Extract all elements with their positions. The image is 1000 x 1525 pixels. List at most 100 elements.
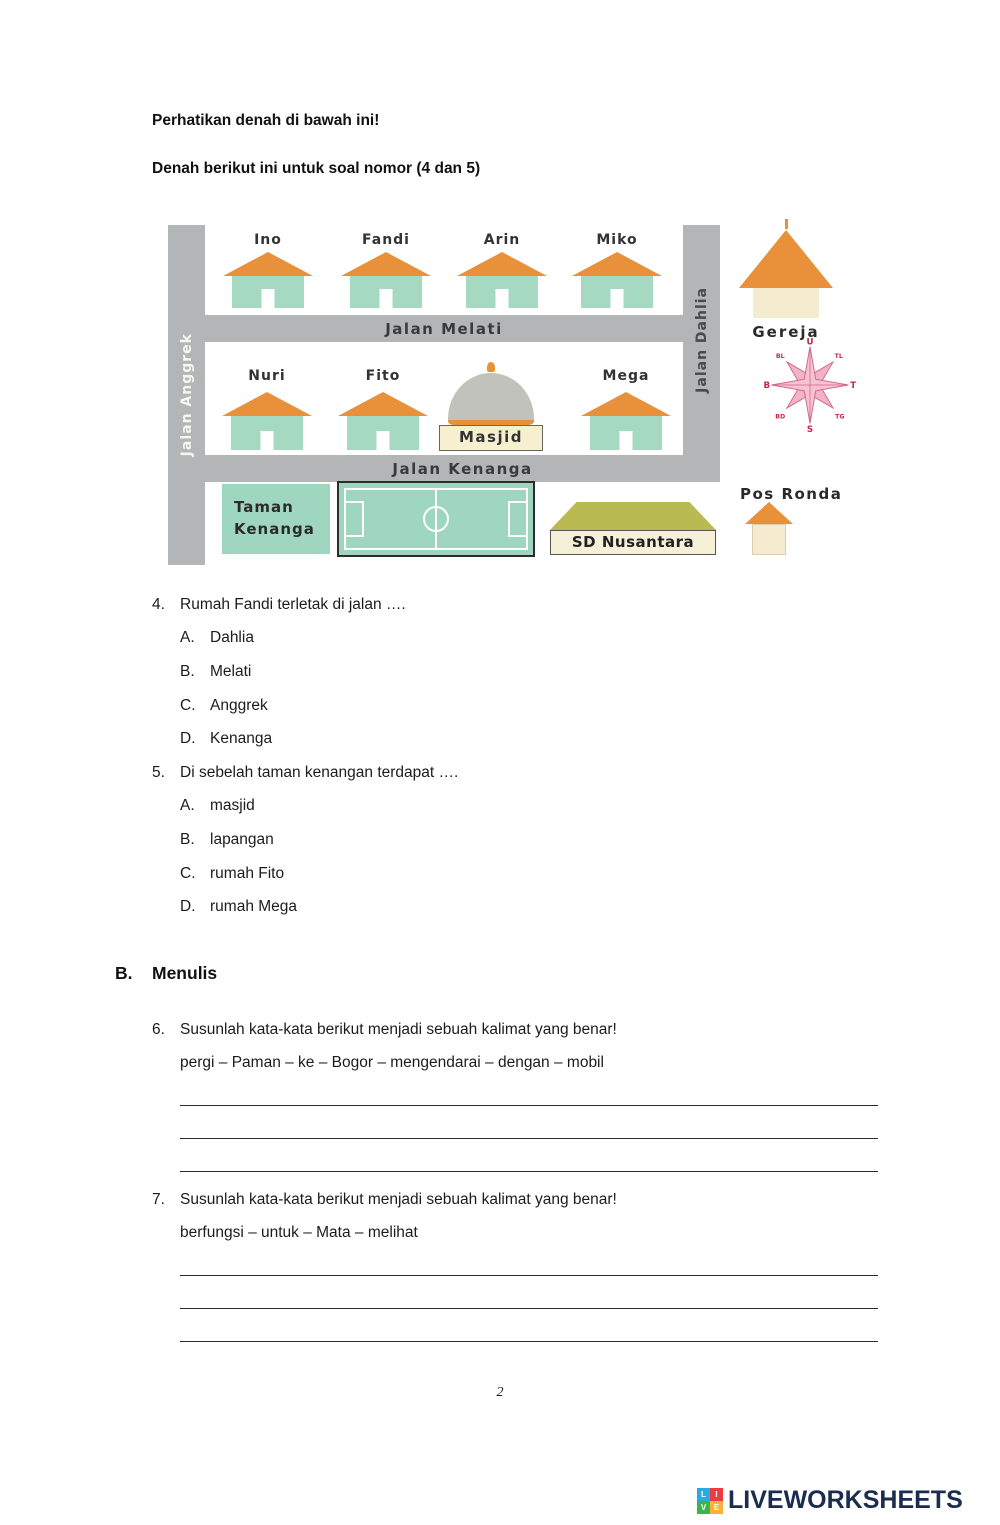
house-roof	[223, 252, 313, 276]
compass-south-label: S	[807, 425, 813, 433]
answer-line[interactable]	[180, 1309, 878, 1342]
section-title: Menulis	[152, 963, 218, 983]
compass-west-label: B	[764, 381, 771, 391]
question-5-option-a[interactable]: A. masjid	[152, 790, 912, 824]
question-4-option-b[interactable]: B. Melati	[152, 655, 912, 689]
house-door	[261, 289, 275, 308]
question-5-option-c[interactable]: C. rumah Fito	[152, 857, 912, 891]
option-letter: B.	[180, 662, 195, 680]
question-7-block: 7. Susunlah kata-kata berikut menjadi se…	[152, 1182, 892, 1342]
answer-line[interactable]	[180, 1248, 878, 1276]
house-arin-label: Arin	[483, 232, 521, 248]
house-body	[231, 416, 303, 450]
compass-southwest-label: BD	[775, 414, 785, 421]
road-jalan-anggrek-label: Jalan Anggrek	[178, 333, 195, 457]
option-text: lapangan	[210, 830, 274, 848]
question-5-option-d[interactable]: D. rumah Mega	[152, 890, 912, 924]
masjid-dome-finial-icon	[487, 362, 495, 372]
field-goal-box-right	[508, 501, 526, 537]
road-jalan-dahlia-label: Jalan Dahlia	[693, 287, 710, 393]
option-text: masjid	[210, 797, 255, 815]
question-text: Di sebelah taman kenangan terdapat ….	[180, 763, 459, 781]
logo-square-green: V	[697, 1500, 710, 1514]
house-body	[350, 276, 422, 308]
house-door	[379, 289, 393, 308]
compass-northeast-label: TL	[835, 353, 843, 360]
house-body	[232, 276, 304, 308]
church-body	[753, 288, 819, 318]
option-letter: B.	[180, 830, 195, 848]
sd-nusantara-label: SD Nusantara	[550, 530, 716, 555]
question-number: 6.	[152, 1021, 165, 1038]
option-text: Kenanga	[210, 730, 273, 748]
pos-ronda-hut	[745, 502, 793, 555]
field-center-circle	[423, 506, 449, 532]
road-jalan-anggrek: Jalan Anggrek	[168, 225, 205, 565]
house-roof	[572, 252, 662, 276]
question-6-words: pergi – Paman – ke – Bogor – mengendarai…	[180, 1054, 604, 1071]
sd-nusantara-building: SD Nusantara	[550, 502, 716, 555]
question-4-option-c[interactable]: C. Anggrek	[152, 689, 912, 723]
taman-label-line2: Kenanga	[234, 520, 315, 538]
taman-kenanga-block: Taman Kenanga	[222, 484, 330, 554]
section-b-heading: B. Menulis	[115, 963, 217, 984]
house-body	[347, 416, 419, 450]
answer-line[interactable]	[180, 1106, 878, 1139]
liveworksheets-footer[interactable]: L I V E LIVEWORKSHEETS	[697, 1486, 963, 1515]
pos-ronda-label: Pos Ronda	[740, 485, 843, 503]
soccer-field	[337, 481, 535, 557]
denah-map: Jalan Anggrek Jalan Dahlia Jalan Melati …	[168, 219, 858, 565]
road-jalan-kenanga: Jalan Kenanga	[205, 455, 720, 482]
multiple-choice-section: 4. Rumah Fandi terletak di jalan …. A. D…	[152, 588, 912, 924]
option-letter: A.	[180, 797, 195, 815]
house-fandi-label: Fandi	[362, 232, 410, 248]
question-4-option-d[interactable]: D. Kenanga	[152, 722, 912, 756]
house-nuri: Nuri	[221, 368, 313, 450]
logo-square-red: I	[710, 1487, 723, 1501]
masjid-building: Masjid	[431, 362, 551, 451]
question-number: 4.	[152, 595, 165, 613]
page-number: 2	[496, 1385, 504, 1400]
question-5-option-b[interactable]: B. lapangan	[152, 823, 912, 857]
house-roof	[457, 252, 547, 276]
house-mega-label: Mega	[602, 368, 650, 384]
question-number: 7.	[152, 1191, 165, 1208]
option-text: rumah Mega	[210, 898, 298, 916]
answer-line[interactable]	[180, 1139, 878, 1172]
church-finial-icon	[784, 219, 788, 229]
house-ino: Ino	[222, 232, 314, 308]
question-number: 5.	[152, 763, 165, 781]
question-text: Susunlah kata-kata berikut menjadi sebua…	[180, 1191, 617, 1208]
option-text: Melati	[210, 662, 252, 680]
house-fito-label: Fito	[365, 368, 401, 384]
option-text: rumah Fito	[210, 864, 285, 882]
masjid-label: Masjid	[439, 425, 543, 451]
compass-southeast-label: TG	[835, 414, 844, 421]
question-7: 7. Susunlah kata-kata berikut menjadi se…	[152, 1182, 892, 1218]
question-7-words: berfungsi – untuk – Mata – melihat	[180, 1224, 418, 1241]
compass-rose-icon: U T S B TL TG BD BL	[764, 338, 857, 433]
house-miko: Miko	[571, 232, 663, 308]
question-4-option-a[interactable]: A. Dahlia	[152, 622, 912, 656]
option-text: Anggrek	[210, 696, 268, 714]
field-goal-box-left	[346, 501, 364, 537]
gereja-building: Gereja	[738, 219, 834, 341]
church-roof-icon	[739, 230, 833, 288]
option-letter: D.	[180, 898, 196, 916]
question-6: 6. Susunlah kata-kata berikut menjadi se…	[152, 1012, 892, 1048]
house-roof	[338, 392, 428, 416]
answer-line[interactable]	[180, 1078, 878, 1106]
house-roof	[341, 252, 431, 276]
house-fito: Fito	[337, 368, 429, 450]
option-text: Dahlia	[210, 629, 254, 647]
house-door	[376, 431, 390, 450]
answer-line[interactable]	[180, 1276, 878, 1309]
question-6-block: 6. Susunlah kata-kata berikut menjadi se…	[152, 1012, 892, 1172]
house-roof	[581, 392, 671, 416]
instruction-heading: Perhatikan denah di bawah ini!	[152, 112, 380, 129]
map-reference-heading: Denah berikut ini untuk soal nomor (4 da…	[152, 160, 481, 177]
taman-label-line1: Taman	[234, 498, 294, 517]
option-letter: D.	[180, 730, 196, 748]
liveworksheets-logo-icon: L I V E	[697, 1487, 723, 1514]
